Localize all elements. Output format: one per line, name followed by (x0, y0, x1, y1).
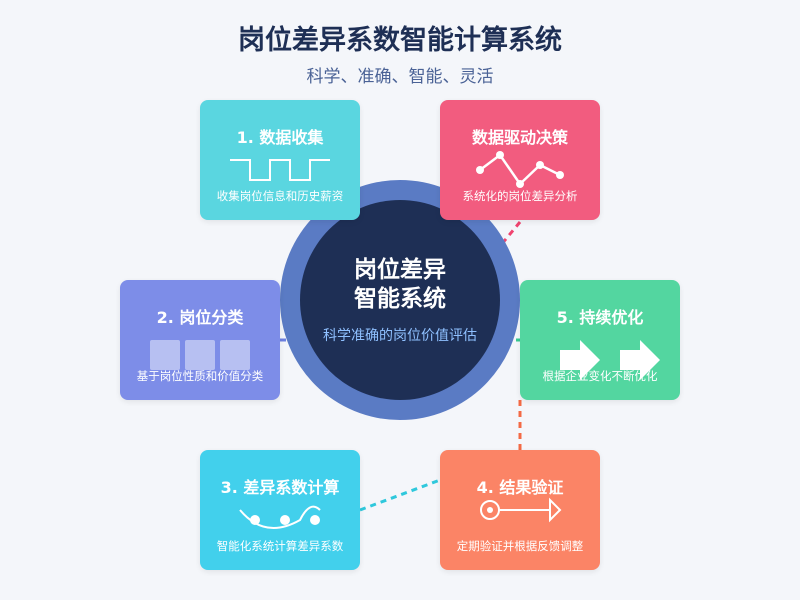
card-title: 5. 持续优化 (556, 308, 644, 327)
card-title: 1. 数据收集 (236, 128, 324, 147)
page-subtitle: 科学、准确、智能、灵活 (306, 67, 494, 87)
page-title: 岗位差异系数智能计算系统 (238, 25, 562, 56)
grid-square (185, 340, 215, 370)
card-position-classification[interactable]: 2. 岗位分类 基于岗位性质和价值分类 (120, 280, 280, 400)
core-title-line2: 智能系统 (354, 286, 446, 312)
grid-square (150, 340, 180, 370)
core-subtitle: 科学准确的岗位价值评估 (323, 328, 477, 344)
card-desc: 定期验证并根据反馈调整 (456, 539, 584, 553)
arrow-right-icon (560, 340, 660, 380)
core-circle (300, 200, 500, 400)
card-continuous-optimization[interactable]: 5. 持续优化 根据企业变化不断优化 (520, 280, 680, 400)
grid-square (220, 340, 250, 370)
square-wave-icon (230, 159, 330, 181)
card-desc: 根据企业变化不断优化 (542, 369, 658, 383)
card-data-driven-decision[interactable]: 数据驱动决策 系统化的岗位差异分析 (440, 100, 600, 220)
core-title-line1: 岗位差异 (354, 257, 446, 283)
card-desc: 收集岗位信息和历史薪资 (216, 189, 344, 203)
card-desc: 基于岗位性质和价值分类 (136, 369, 264, 383)
card-title: 2. 岗位分类 (156, 308, 244, 327)
card-desc: 智能化系统计算差异系数 (216, 539, 344, 553)
card-result-verification[interactable]: 4. 结果验证 定期验证并根据反馈调整 (440, 450, 600, 570)
card-coefficient-calculation[interactable]: 3. 差异系数计算 智能化系统计算差异系数 (200, 450, 360, 570)
line-chart-icon (476, 151, 564, 188)
target-arrow-icon (480, 497, 562, 523)
curve-dots-icon (239, 505, 321, 529)
card-title: 3. 差异系数计算 (220, 478, 340, 497)
connector-compute (359, 478, 441, 512)
card-data-collection[interactable]: 1. 数据收集 收集岗位信息和历史薪资 (200, 100, 360, 220)
card-title: 数据驱动决策 (471, 128, 568, 147)
card-desc: 系统化的岗位差异分析 (462, 189, 578, 203)
core-title: 岗位差异 智能系统 (300, 256, 500, 314)
card-title: 4. 结果验证 (476, 478, 564, 497)
